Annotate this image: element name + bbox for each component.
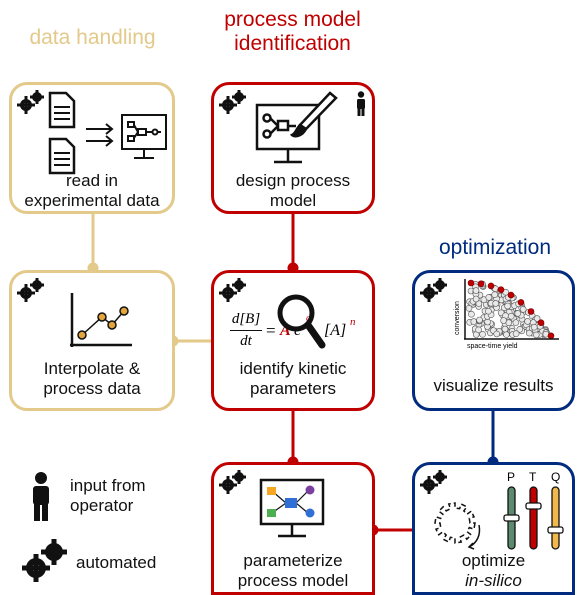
box-read-data: read in experimental data — [9, 82, 175, 214]
cloud-point — [465, 304, 473, 312]
box-identify-params: d[B] dt = A e a [A] n identify kinetic p… — [211, 270, 375, 411]
cloud-point — [526, 329, 533, 337]
slider-t-label: T — [529, 470, 537, 484]
slider-p-label: P — [507, 470, 515, 484]
cloud-point — [500, 317, 507, 324]
pareto-point — [517, 299, 525, 306]
monitor-brush-icon — [255, 91, 338, 164]
scatter-plot-icon: conversion space-time yield — [454, 279, 559, 350]
header-optimization: optimization — [438, 236, 552, 259]
pareto-point — [467, 279, 475, 287]
cloud-point — [514, 310, 522, 317]
pareto-point — [497, 286, 505, 293]
pareto-ylabel: conversion — [454, 301, 461, 335]
cloud-point — [530, 323, 538, 331]
document-icon — [48, 91, 76, 175]
design-model-label: design process model — [235, 171, 351, 210]
sliders-icon: P T Q — [503, 470, 564, 550]
interpolate-label: Interpolate & process data — [43, 359, 141, 398]
cloud-point — [479, 330, 486, 338]
cloud-point — [472, 295, 480, 303]
cloud-point — [485, 294, 493, 301]
parameterize-label: parameterize process model — [237, 551, 349, 590]
slider-q-track — [551, 486, 560, 550]
pareto-xlabel: space-time yield — [467, 343, 518, 350]
eq-n: n — [350, 316, 356, 328]
cloud-point — [492, 300, 500, 307]
legend-operator-label: input from operator — [70, 476, 146, 515]
cloud-point — [519, 306, 527, 313]
gears-icon — [420, 278, 447, 302]
slider-t-knob — [525, 502, 542, 510]
eq-equals: = — [266, 321, 276, 340]
cloud-point — [491, 291, 499, 299]
slider-p-knob — [503, 514, 520, 522]
header-process-model-identification: process model identification — [224, 8, 361, 55]
cloud-point — [503, 331, 510, 338]
gears-icon — [219, 90, 246, 114]
cloud-point — [504, 302, 511, 310]
visualize-label: visualize results — [433, 376, 554, 395]
cloud-point — [533, 331, 540, 339]
pareto-point — [477, 280, 485, 288]
cloud-point — [493, 330, 501, 338]
optimize-label: optimize — [461, 551, 526, 570]
cloud-point — [472, 287, 480, 294]
header-data-handling: data handling — [29, 26, 156, 49]
pareto-point — [547, 332, 555, 340]
cloud-point — [524, 318, 531, 325]
cloud-point — [476, 316, 483, 324]
cloud-point — [507, 312, 515, 320]
box-parameterize: parameterize process model — [211, 462, 375, 595]
optimize-sublabel: in-silico — [465, 571, 522, 590]
legend-automated-label: automated — [76, 553, 157, 572]
pareto-point — [537, 319, 545, 327]
box-visualize: conversion space-time yield visualize re… — [412, 270, 575, 411]
cloud-point — [475, 326, 482, 334]
document-to-monitor-icon — [48, 91, 167, 175]
cloud-point — [533, 315, 541, 322]
gears-icon — [22, 539, 67, 582]
eq-numerator: d[B] — [231, 311, 261, 327]
box-interpolate: Interpolate & process data — [9, 270, 175, 411]
eq-denominator: dt — [240, 333, 252, 349]
read-data-label: read in experimental data — [24, 171, 160, 210]
line-plot-icon — [70, 293, 132, 347]
cloud-point — [484, 318, 491, 326]
identify-params-label: identify kinetic parameters — [239, 359, 347, 398]
slider-q-knob — [547, 526, 564, 534]
gears-icon — [17, 278, 44, 302]
cloud-point — [468, 310, 475, 318]
eq-A: A — [280, 322, 291, 339]
cloud-point — [512, 319, 520, 326]
cloud-point — [485, 307, 492, 315]
cloud-point — [512, 330, 520, 338]
magnifier-icon — [277, 294, 326, 349]
eq-rhs: [A] — [324, 322, 347, 339]
gears-icon — [420, 470, 447, 494]
box-design-model: design process model — [211, 82, 375, 214]
monitor-flowchart-icon — [121, 114, 167, 159]
slider-q-label: Q — [551, 470, 560, 484]
pareto-point — [527, 308, 535, 315]
gears-icon — [219, 278, 246, 302]
slider-t-track — [529, 486, 538, 550]
person-icon — [33, 472, 49, 521]
gears-icon — [219, 470, 246, 494]
person-icon — [357, 91, 365, 116]
cloud-point — [470, 318, 478, 325]
box-optimize: P T Q optimize in-silico — [412, 462, 575, 595]
monitor-network-icon — [259, 478, 325, 538]
cloud-point — [516, 325, 524, 333]
cloud-point — [501, 325, 509, 333]
gear-outline-icon — [434, 502, 481, 550]
gears-icon — [17, 90, 44, 114]
pareto-point — [507, 291, 515, 299]
pareto-point — [487, 282, 495, 290]
